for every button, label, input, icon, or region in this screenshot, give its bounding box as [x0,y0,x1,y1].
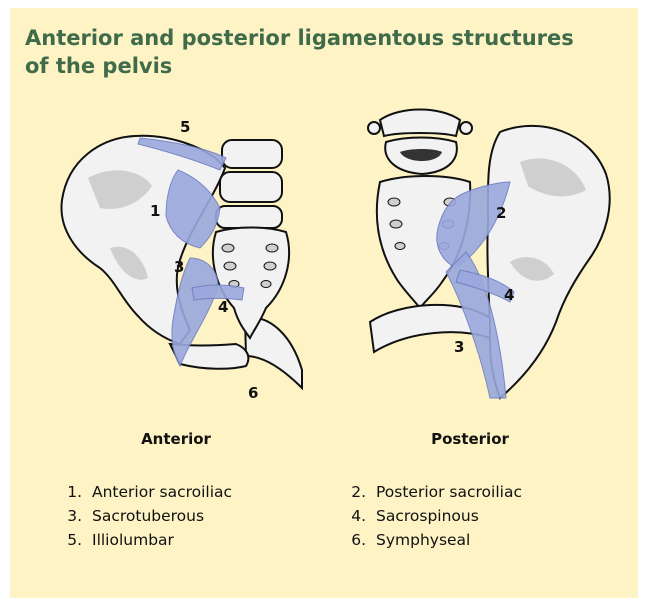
lumbar-vertebra-posterior [368,110,472,175]
legend-item: 2.Posterior sacroiliac [340,480,522,504]
legend-item: 4.Sacrospinous [340,504,522,528]
marker-3: 3 [454,338,464,356]
legend-item: 6.Symphyseal [340,528,522,552]
sacrum-bone [213,228,289,339]
anterior-pelvis-illustration: 5 1 3 4 6 [40,108,310,408]
legend-item: 3.Sacrotuberous [56,504,232,528]
anterior-label: Anterior [76,430,276,448]
legend-item: 5.Illiolumbar [56,528,232,552]
marker-4: 4 [504,286,514,304]
legend-right: 2.Posterior sacroiliac 4.Sacrospinous 6.… [340,480,522,552]
marker-2: 2 [496,204,506,222]
page-title: Anterior and posterior ligamentous struc… [25,24,585,80]
posterior-pelvis-illustration: 2 4 3 [350,102,620,402]
lumbar-vertebrae [216,140,282,228]
marker-5: 5 [180,118,190,136]
marker-3: 3 [174,258,184,276]
legend-left: 1.Anterior sacroiliac 3.Sacrotuberous 5.… [56,480,232,552]
marker-4: 4 [218,298,228,316]
marker-6: 6 [248,384,258,402]
posterior-label: Posterior [370,430,570,448]
marker-1: 1 [150,202,160,220]
legend-item: 1.Anterior sacroiliac [56,480,232,504]
